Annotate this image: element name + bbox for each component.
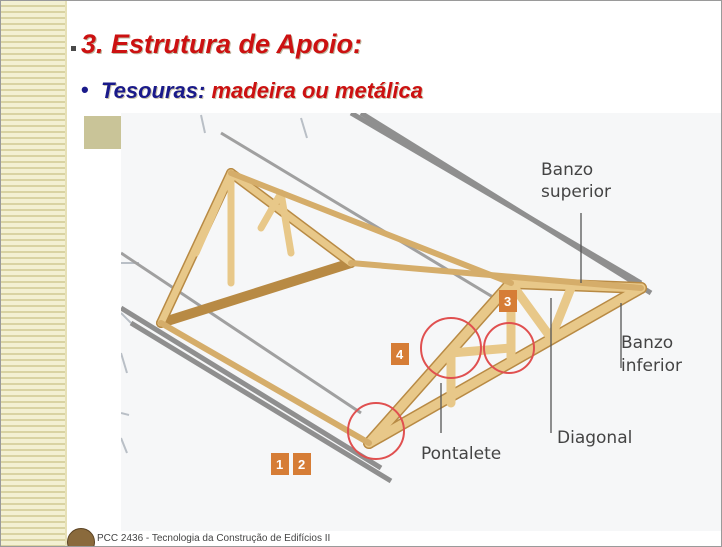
purlins: [121, 113, 653, 484]
back-truss-face: [157, 169, 355, 327]
background-sketch: [121, 114, 308, 454]
slide-title: 3. Estrutura de Apoio:: [81, 29, 363, 59]
rafters: [158, 170, 644, 446]
label-pontalete: Pontalete: [421, 444, 501, 464]
subtitle-bullet: •: [81, 77, 89, 102]
truss-illustration: 1 2 3 4 Banzo superior Banzo inferior Di…: [121, 113, 721, 531]
subtitle-keyword: Tesouras:: [101, 78, 206, 103]
marker-2-label: 2: [298, 457, 305, 472]
university-logo: [67, 528, 95, 546]
marker-1: [271, 453, 289, 475]
decorative-stripe: [1, 1, 65, 546]
marker-4: [391, 343, 409, 365]
marker-4-label: 4: [396, 347, 404, 362]
label-banzo-inferior-line1: Banzo: [621, 333, 673, 353]
label-banzo-superior-line1: Banzo: [541, 160, 593, 180]
subtitle-detail: madeira ou metálica: [211, 78, 423, 103]
label-banzo-superior-line2: superior: [541, 182, 611, 202]
marker-3: [499, 290, 517, 312]
leader-lines: [440, 213, 622, 433]
slide-subtitle: Tesouras: madeira ou metálica: [101, 78, 423, 104]
number-markers: 1 2 3 4: [271, 290, 517, 475]
title-bullet: [71, 46, 76, 51]
marker-1-label: 1: [276, 457, 283, 472]
ridge-lines: [121, 131, 512, 415]
footer-text: PCC 2436 - Tecnologia da Construção de E…: [97, 533, 331, 544]
marker-3-label: 3: [504, 294, 511, 309]
highlight-circles: [347, 317, 535, 460]
label-banzo-inferior-line2: inferior: [621, 356, 682, 376]
label-diagonal: Diagonal: [557, 428, 632, 448]
olive-bullet-square: [84, 116, 121, 149]
truss-drawing: 1 2 3 4 Banzo superior Banzo inferior Di…: [121, 113, 682, 484]
stripe-edge: [65, 1, 67, 546]
marker-2: [293, 453, 311, 475]
